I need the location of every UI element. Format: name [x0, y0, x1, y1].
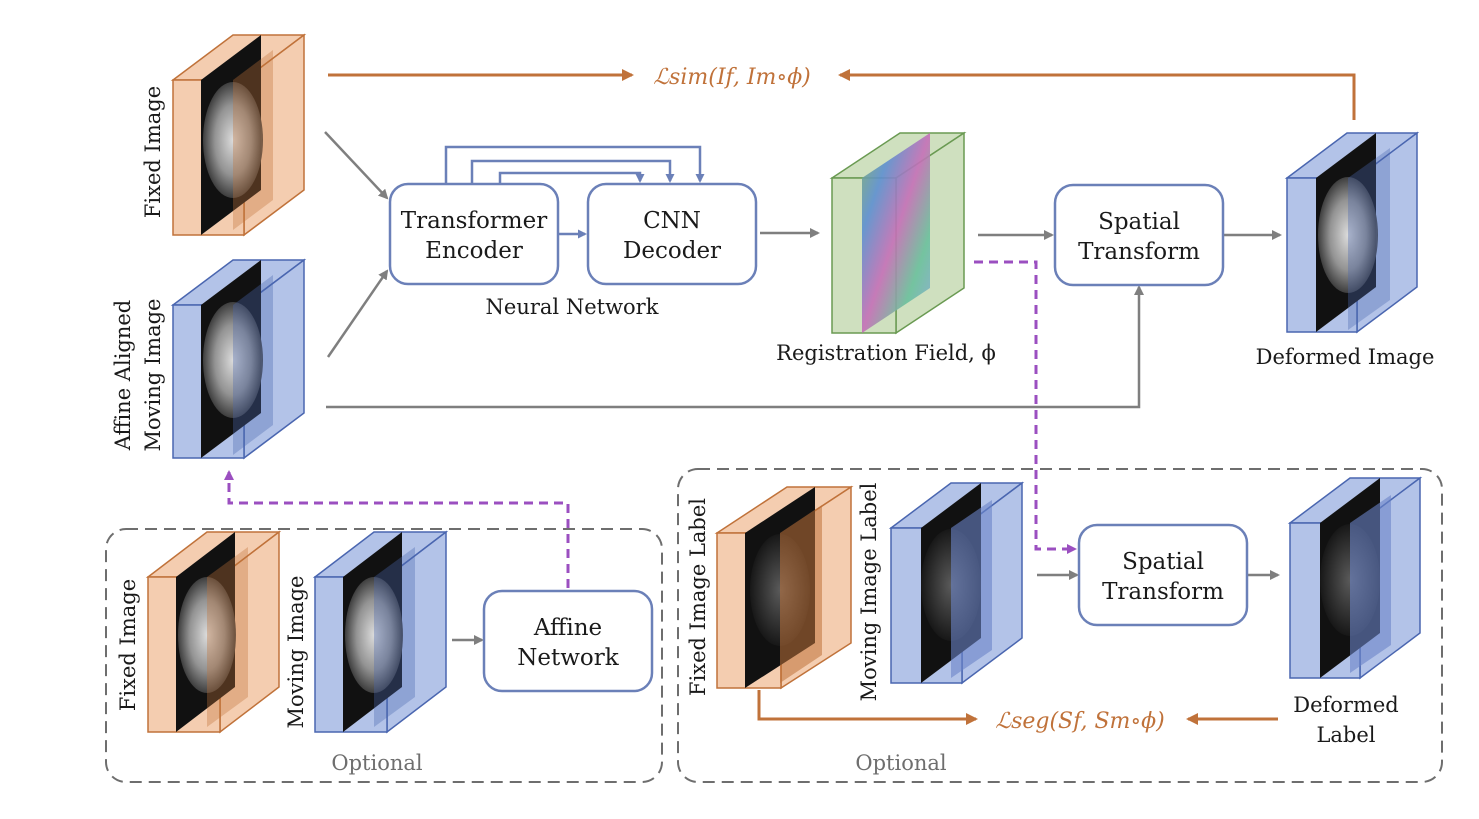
gray-arrows — [324, 131, 1282, 645]
cnn-decoder-line2: Decoder — [623, 238, 721, 264]
deformed-label-line1: Deformed — [1293, 693, 1399, 717]
fixed-image-bottom-label: Fixed Image — [116, 579, 140, 711]
moving-image-bottom-label: Moving Image — [284, 576, 308, 729]
transformer-encoder-box: Transformer Encoder — [388, 182, 560, 286]
spatial-transform-bottom-line1: Spatial — [1122, 549, 1204, 575]
optional-region-left — [105, 528, 663, 783]
fixed-image-top-label: Fixed Image — [141, 86, 165, 218]
spatial-transform-top-line1: Spatial — [1098, 209, 1180, 235]
deformed-image-volume — [1284, 131, 1420, 334]
cnn-decoder-box: CNN Decoder — [586, 182, 758, 286]
registration-field-label: Registration Field, ϕ — [776, 341, 996, 365]
affine-network-box: Affine Network — [482, 589, 654, 693]
moving-image-label-label: Moving Image Label — [857, 482, 881, 701]
affine-moving-label-line1: Affine Aligned — [111, 300, 135, 452]
optional-left-label: Optional — [331, 751, 423, 775]
spatial-transform-bottom-box: Spatial Transform — [1077, 523, 1249, 627]
fixed-image-label-label: Fixed Image Label — [686, 498, 710, 696]
optional-region-right — [677, 468, 1443, 783]
deformed-image-label: Deformed Image — [1256, 345, 1435, 369]
fixed-image-volume — [170, 33, 307, 237]
spatial-transform-top-box: Spatial Transform — [1053, 183, 1225, 287]
transformer-encoder-line1: Transformer — [401, 208, 547, 234]
neural-network-label: Neural Network — [486, 295, 659, 319]
cnn-decoder-line1: CNN — [643, 208, 701, 234]
affine-network-line2: Network — [517, 645, 620, 671]
purple-dashed-arrows — [224, 260, 1077, 588]
skip-connections — [444, 145, 705, 239]
deformed-label-line2: Label — [1316, 723, 1375, 747]
segmentation-loss: ℒseg(Sf, Sm∘ϕ) — [995, 709, 1165, 734]
deformed-label-volume — [1287, 476, 1423, 680]
spatial-transform-bottom-line2: Transform — [1102, 579, 1224, 605]
moving-image-volume — [170, 258, 307, 460]
spatial-transform-top-line2: Transform — [1078, 239, 1200, 265]
optional-right-label: Optional — [855, 751, 947, 775]
similarity-loss: ℒsim(If, Im∘ϕ) — [653, 65, 811, 90]
fixed-label-volume — [714, 485, 854, 690]
affine-network-line1: Affine — [533, 615, 602, 641]
affine-moving-label-line2: Moving Image — [141, 299, 165, 452]
registration-field-volume — [829, 131, 967, 335]
moving-label-volume — [888, 481, 1025, 685]
moving-image-small-volume — [312, 530, 449, 734]
fixed-image-small-volume — [145, 530, 282, 734]
loss-arrows — [328, 69, 1356, 725]
transformer-encoder-line2: Encoder — [425, 238, 523, 264]
